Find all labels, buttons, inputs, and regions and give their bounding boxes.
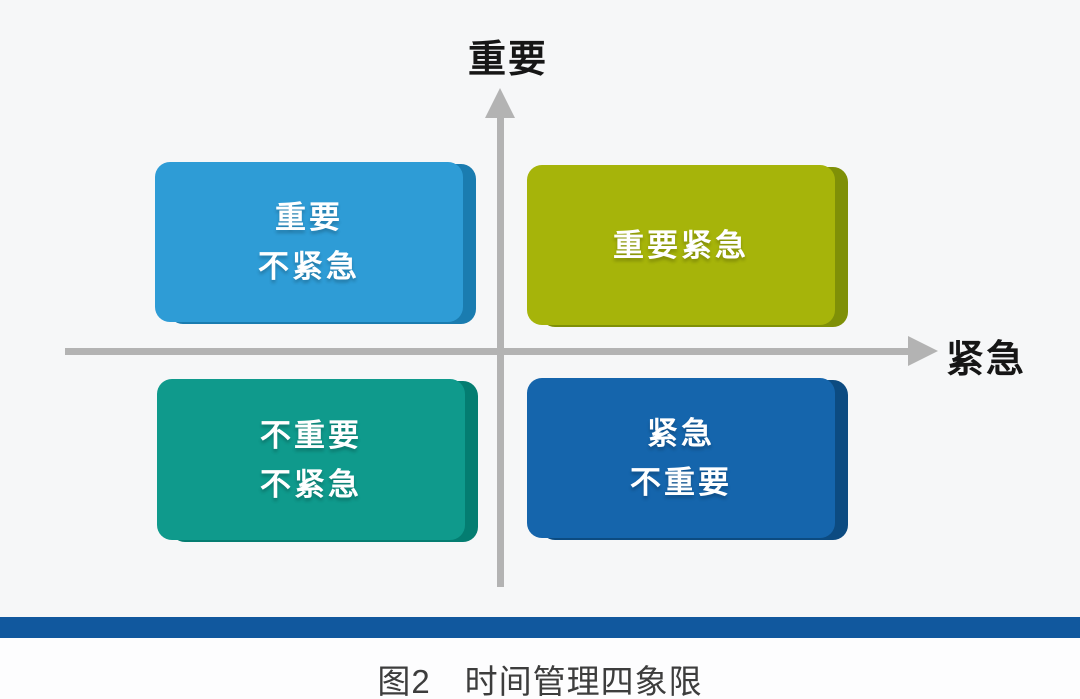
x-axis-arrow-icon [908, 336, 938, 366]
quadrant-face: 不重要 不紧急 [157, 379, 465, 540]
quadrant-label-line: 重要 [275, 200, 343, 235]
quadrant-label-line: 重要紧急 [613, 227, 749, 263]
quadrant-not-important-not-urgent: 不重要 不紧急 [157, 379, 478, 542]
figure-caption: 图2 时间管理四象限 [377, 663, 703, 699]
quadrant-label-line: 紧急 [647, 416, 715, 451]
y-axis-label: 重要 [467, 39, 548, 81]
caption-zone [0, 638, 1080, 699]
quadrant-face: 重要紧急 [527, 165, 835, 325]
quadrant-urgent-not-important: 紧急 不重要 [527, 378, 848, 540]
quadrant-label-line: 不紧急 [260, 466, 362, 502]
quadrant-important-urgent: 重要紧急 [527, 165, 848, 327]
quadrant-label-line: 不紧急 [258, 249, 360, 284]
divider-bar [0, 617, 1080, 638]
quadrant-important-not-urgent: 重要 不紧急 [155, 162, 476, 324]
quadrant-label-line: 不重要 [260, 417, 362, 453]
x-axis-label: 紧急 [946, 339, 1027, 381]
y-axis-arrow-icon [485, 88, 515, 118]
quadrant-label-line: 不重要 [630, 465, 732, 500]
x-axis-line [65, 348, 910, 355]
quadrant-face: 紧急 不重要 [527, 378, 835, 538]
quadrant-face: 重要 不紧急 [155, 162, 463, 322]
